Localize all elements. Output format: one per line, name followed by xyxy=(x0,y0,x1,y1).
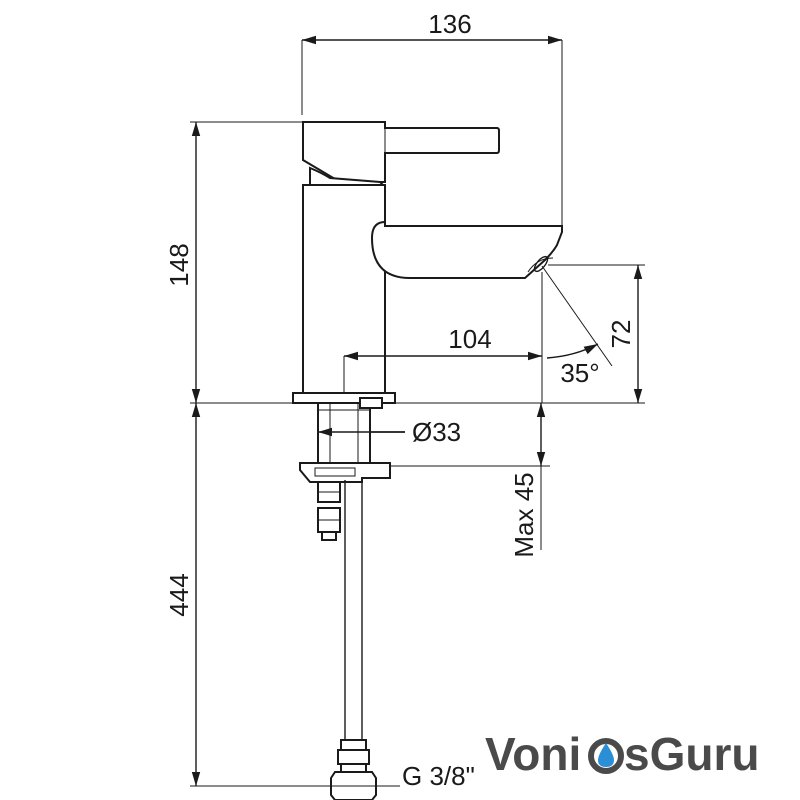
dim-label-thread: G 3/8" xyxy=(402,761,475,791)
dim-label-35deg: 35° xyxy=(560,358,599,388)
dim-label-max-45: Max 45 xyxy=(509,472,539,557)
flexible-hose xyxy=(330,480,377,800)
dim-label-444: 444 xyxy=(164,573,194,616)
dim-label-136: 136 xyxy=(428,9,471,39)
water-drop-icon xyxy=(588,738,624,774)
dim-overall-width: 136 xyxy=(301,9,563,225)
logo-text-part2: sGuru xyxy=(624,728,759,780)
logo-text-part1: Voni xyxy=(485,728,581,780)
dim-hose-length: 444 xyxy=(164,403,330,787)
dim-max-thickness: Max 45 xyxy=(390,403,550,558)
voniosguru-logo: Voni sGuru xyxy=(485,728,759,780)
dim-label-diameter-33: Ø33 xyxy=(412,417,461,447)
dim-overall-height: 148 xyxy=(164,121,305,404)
dim-spout-height: 72 xyxy=(395,264,645,404)
dim-label-72: 72 xyxy=(606,320,636,349)
dim-thread: G 3/8" xyxy=(376,761,475,791)
dim-spout-reach: 104 xyxy=(343,272,543,403)
faucet-body xyxy=(292,121,563,404)
dim-label-148: 148 xyxy=(164,243,194,286)
dim-label-104: 104 xyxy=(448,324,491,354)
dim-spout-angle: 35° xyxy=(541,265,613,388)
dim-base-diameter: Ø33 xyxy=(317,417,461,447)
